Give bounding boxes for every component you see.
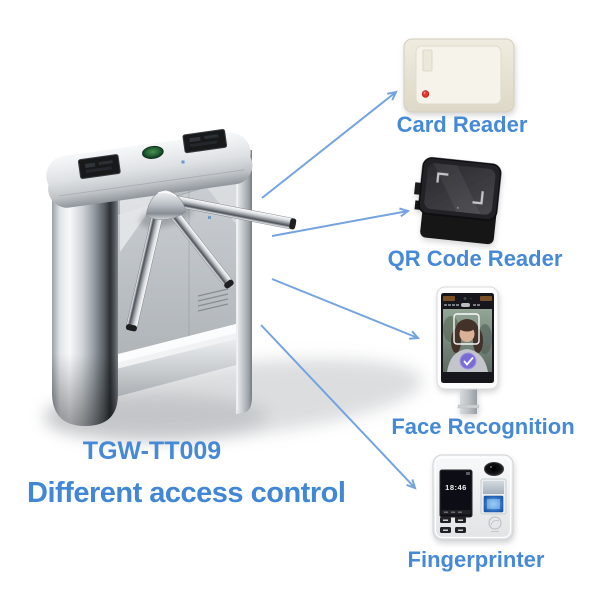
logo-mark-icon (181, 160, 185, 164)
camera-bar (443, 296, 492, 301)
tripod-arms (125, 189, 297, 332)
left-pillar-reflection (52, 168, 118, 426)
arrow-to-fingerprinter (260, 324, 417, 490)
scan-frame-brackets (436, 172, 484, 205)
arrow-to-face-recognition (271, 278, 421, 340)
brand-logo (488, 516, 502, 532)
card-reader-window-left (77, 154, 121, 179)
fingerprinter-label: Fingerprinter (407, 547, 545, 572)
camera-dot-icon (463, 297, 467, 300)
top-cap (46, 129, 253, 208)
qr-led (456, 206, 459, 209)
right-pillar (236, 150, 252, 414)
card-reader-device (403, 38, 515, 113)
shell-inner-edge (434, 456, 512, 539)
logo-mark-icon (208, 216, 211, 219)
connector-arrows (260, 90, 421, 490)
qr-code-reader-label: QR Code Reader (387, 246, 563, 271)
cap-edge-seam (58, 169, 245, 197)
arrow-to-qr-code-reader (271, 207, 411, 237)
status-row (444, 303, 480, 307)
card-reader-slot (422, 49, 433, 72)
tripod-arm-right (169, 195, 297, 230)
face-recognition-label: Face Recognition (391, 414, 575, 439)
qr-code-reader-device (414, 157, 502, 245)
status-led-highlight (423, 91, 426, 94)
fingerprinter-time: 18:46 (445, 483, 467, 492)
person-fringe (458, 320, 476, 332)
verified-check-icon (459, 352, 477, 370)
turnstile-illustration (43, 129, 423, 441)
base-beam (112, 338, 240, 398)
camera-dot-icon (470, 297, 472, 300)
fingerprint-sensor (480, 478, 507, 515)
card-reader-faceplate (415, 45, 502, 105)
face-recognition-device (436, 286, 499, 414)
keypad-buttons (440, 517, 466, 533)
pole-collar (457, 404, 480, 409)
fingerprinter-device: 18:46 (432, 454, 514, 541)
green-indicator-button (142, 145, 164, 159)
hub-highlight (157, 191, 177, 197)
screen-corner-mark (466, 472, 470, 475)
camera-lens (484, 462, 504, 476)
arrow-to-card-reader (261, 90, 398, 199)
screen-menu-bar (441, 510, 471, 515)
tripod-hub (145, 189, 187, 220)
card-reader-window-right (182, 129, 228, 154)
base-beam-top (112, 332, 240, 370)
product-title: Different access control (27, 477, 346, 509)
glass-sheen (433, 163, 481, 215)
card-reader-label: Card Reader (396, 112, 528, 137)
device-screen (439, 469, 473, 518)
model-number: TGW-TT009 (82, 437, 222, 465)
face-photo (443, 309, 492, 372)
speaker-grille (197, 288, 229, 312)
status-led (421, 90, 430, 98)
face-detection-frame (453, 313, 480, 345)
mounting-pole (460, 387, 477, 414)
